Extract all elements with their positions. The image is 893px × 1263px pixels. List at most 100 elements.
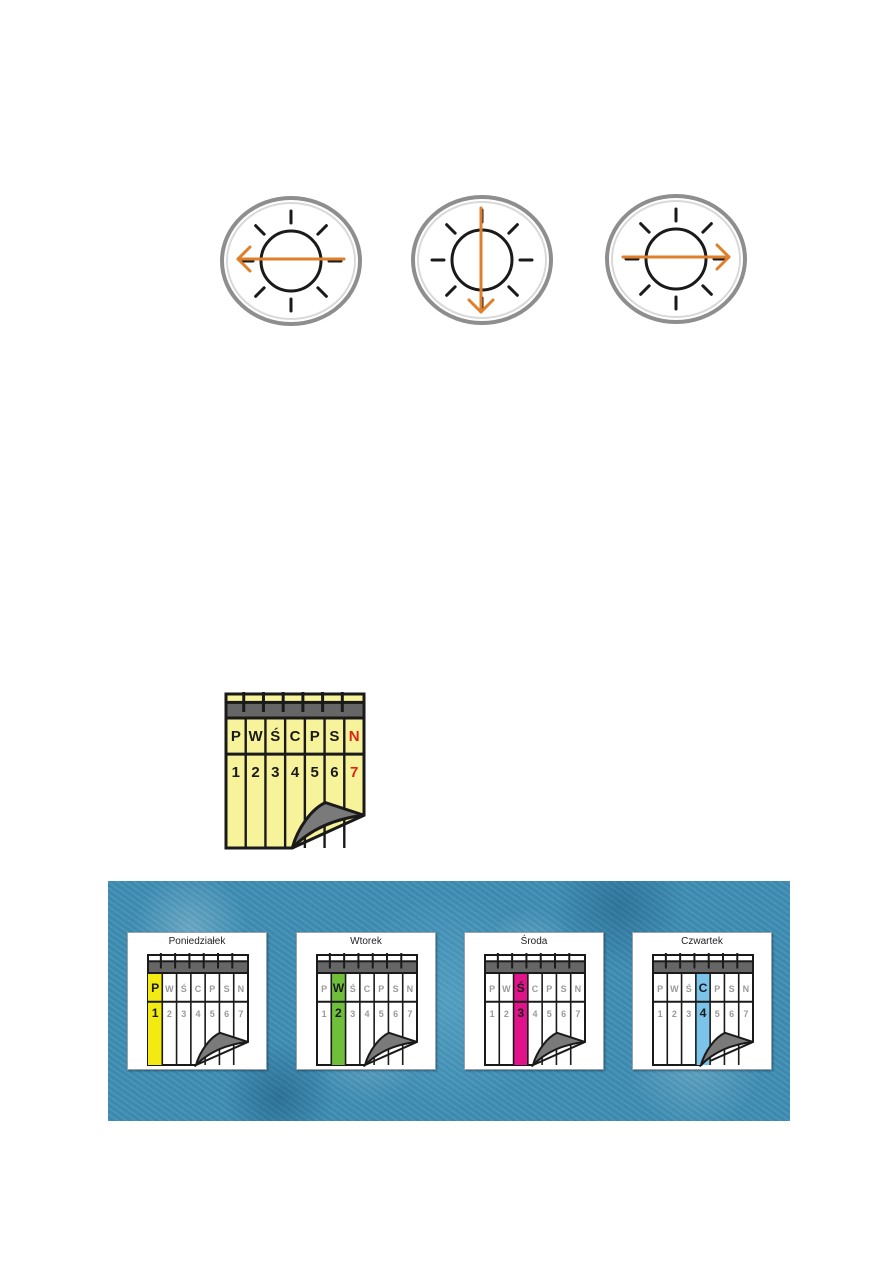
calendar-day-letter: N <box>349 728 360 745</box>
sun-ray <box>639 222 651 234</box>
sun-ray <box>254 224 266 236</box>
day-cards-panel: Poniedziałek P 1 W 2 Ś 3 C 4 P 5 S 6 N 7 Wtorek P 1 W 2 Ś… <box>108 881 790 1121</box>
calendar-day-number: 3 <box>181 1009 186 1019</box>
calendar-day-number: 1 <box>152 1006 159 1020</box>
calendar-day-number: 2 <box>251 764 259 781</box>
calendar-day-number: 2 <box>672 1009 677 1019</box>
calendar-page-curl <box>194 1031 249 1067</box>
day-card-title: Czwartek <box>681 936 723 947</box>
calendar-page-curl <box>290 800 365 850</box>
calendar-header-bar <box>224 700 366 720</box>
calendar-day-letter: W <box>502 984 511 994</box>
calendar-day-letter: C <box>364 984 371 994</box>
calendar-day-letter: P <box>321 984 327 994</box>
calendar-day-letter: W <box>333 981 345 995</box>
calendar-day-letter: P <box>546 984 552 994</box>
calendar-day-number: 7 <box>575 1009 580 1019</box>
calendar-day-number: 1 <box>232 764 240 781</box>
calendar-day-number: 2 <box>167 1009 172 1019</box>
sun-ray <box>701 284 713 296</box>
calendar-day-number: 5 <box>311 764 319 781</box>
sun-ray <box>507 285 519 297</box>
calendar-day-number: 5 <box>379 1009 384 1019</box>
sun-arrow-left-icon <box>220 196 362 326</box>
arrow-head <box>467 298 495 314</box>
sun-ray <box>507 223 519 235</box>
calendar-page-curl <box>531 1031 586 1067</box>
calendar-day-number: 4 <box>364 1009 369 1019</box>
calendar-day-letter: P <box>714 984 720 994</box>
calendar-day-number: 4 <box>291 764 300 781</box>
calendar-day-number: 4 <box>195 1009 200 1019</box>
arrow-head <box>715 243 731 271</box>
calendar-day-letter: W <box>670 984 679 994</box>
calendar-day-letter: P <box>151 981 159 995</box>
day-card-title: Wtorek <box>350 936 382 947</box>
highlight-column <box>695 973 711 1065</box>
calendar-day-number: 7 <box>350 764 358 781</box>
calendar-day-letter: Ś <box>270 727 280 745</box>
calendar-day-number: 2 <box>335 1006 342 1020</box>
calendar-day-number: 3 <box>350 1009 355 1019</box>
sun-ray <box>639 284 651 296</box>
day-card-title: Poniedziałek <box>168 936 226 947</box>
calendar-day-letter: N <box>238 984 245 994</box>
day-card-title: Środa <box>520 936 548 947</box>
sun-ray <box>316 286 328 298</box>
calendar-page-curl <box>699 1031 754 1067</box>
sun-ray <box>445 223 457 235</box>
calendar-day-number: 7 <box>238 1009 243 1019</box>
sun-ray <box>701 222 713 234</box>
calendar-day-number: 7 <box>743 1009 748 1019</box>
calendar-day-number: 3 <box>517 1006 524 1020</box>
calendar-day-number: 6 <box>393 1009 398 1019</box>
calendar-day-letter: W <box>165 984 174 994</box>
badge-inner-ring <box>611 200 741 318</box>
calendar-page-curl <box>363 1031 418 1067</box>
calendar-day-letter: N <box>743 984 750 994</box>
sun-disc <box>644 227 708 291</box>
calendar-day-letter: W <box>248 728 263 745</box>
calendar-day-number: 2 <box>504 1009 509 1019</box>
calendar-day-number: 3 <box>686 1009 691 1019</box>
sun-ray <box>316 224 328 236</box>
arrow-head <box>236 245 252 273</box>
calendar-header-bar <box>147 960 249 974</box>
calendar-day-letter: S <box>329 728 339 745</box>
calendar-day-number: 6 <box>330 764 338 781</box>
calendar-day-number: 4 <box>532 1009 537 1019</box>
calendar-day-letter: C <box>195 984 202 994</box>
calendar-day-number: 1 <box>322 1009 327 1019</box>
sun-ray <box>254 286 266 298</box>
calendar-header-bar <box>652 960 754 974</box>
sun-arrow-down-badge <box>411 194 553 326</box>
calendar-day-letter: P <box>310 728 320 745</box>
calendar-day-letter: S <box>729 984 735 994</box>
sun-ray <box>445 285 457 297</box>
calendar-day-number: 5 <box>210 1009 215 1019</box>
highlight-column <box>513 973 528 1065</box>
calendar-header-bar <box>484 960 586 974</box>
calendar-day-letter: C <box>290 728 301 745</box>
calendar-day-number: 1 <box>490 1009 495 1019</box>
calendar-day-number: 6 <box>224 1009 229 1019</box>
calendar-day-number: 3 <box>271 764 279 781</box>
calendar-day-letter: C <box>699 981 708 995</box>
calendar-day-letter: S <box>561 984 567 994</box>
sun-arrow-right-icon <box>605 194 747 324</box>
badge-inner-ring <box>226 202 356 320</box>
calendar-day-letter: P <box>489 984 495 994</box>
calendar-day-number: 5 <box>715 1009 720 1019</box>
calendar-day-number: 6 <box>729 1009 734 1019</box>
calendar-day-letter: S <box>224 984 230 994</box>
calendar-day-letter: Ś <box>686 983 692 994</box>
